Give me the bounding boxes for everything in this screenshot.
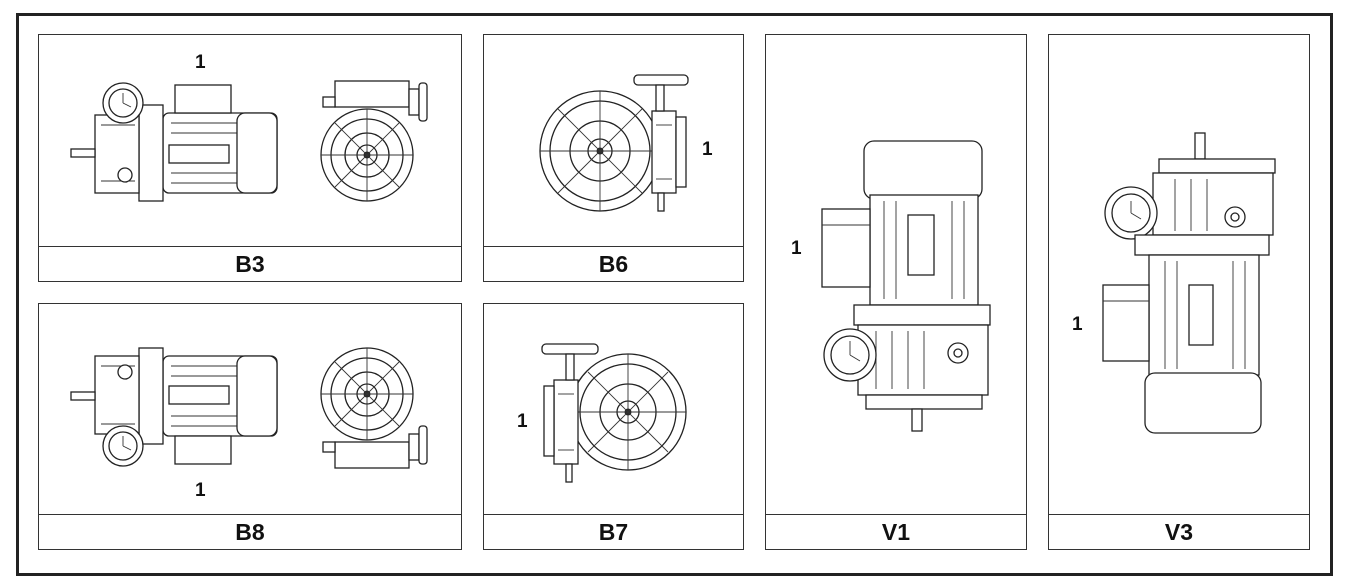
b7-label: B7 [484,514,743,549]
panel-b7: 1 B7 [483,303,744,550]
b6-callout: 1 [702,139,713,160]
v1-motor-drawing [821,140,991,432]
b7-motor-drawing [541,343,687,483]
b6-motor-drawing [539,74,689,212]
v3-motor-drawing [1102,132,1276,434]
v3-label: V3 [1049,514,1309,549]
panel-b6: 1 B6 [483,34,744,282]
panel-v3: 1 V3 [1048,34,1310,550]
v1-callout: 1 [791,238,802,259]
b8-label: B8 [39,514,461,549]
panel-b3: 1 B3 [38,34,462,282]
panel-b8: 1 B8 [38,303,462,550]
b6-label: B6 [484,246,743,281]
b8-motor-drawing [70,347,428,469]
v1-label: V1 [766,514,1026,549]
v3-callout: 1 [1072,314,1083,335]
b8-callout: 1 [195,480,206,501]
panel-v1: 1 V1 [765,34,1027,550]
b3-label: B3 [39,246,461,281]
b3-callout: 1 [195,52,206,73]
b3-motor-drawing [70,80,428,202]
b7-callout: 1 [517,411,528,432]
